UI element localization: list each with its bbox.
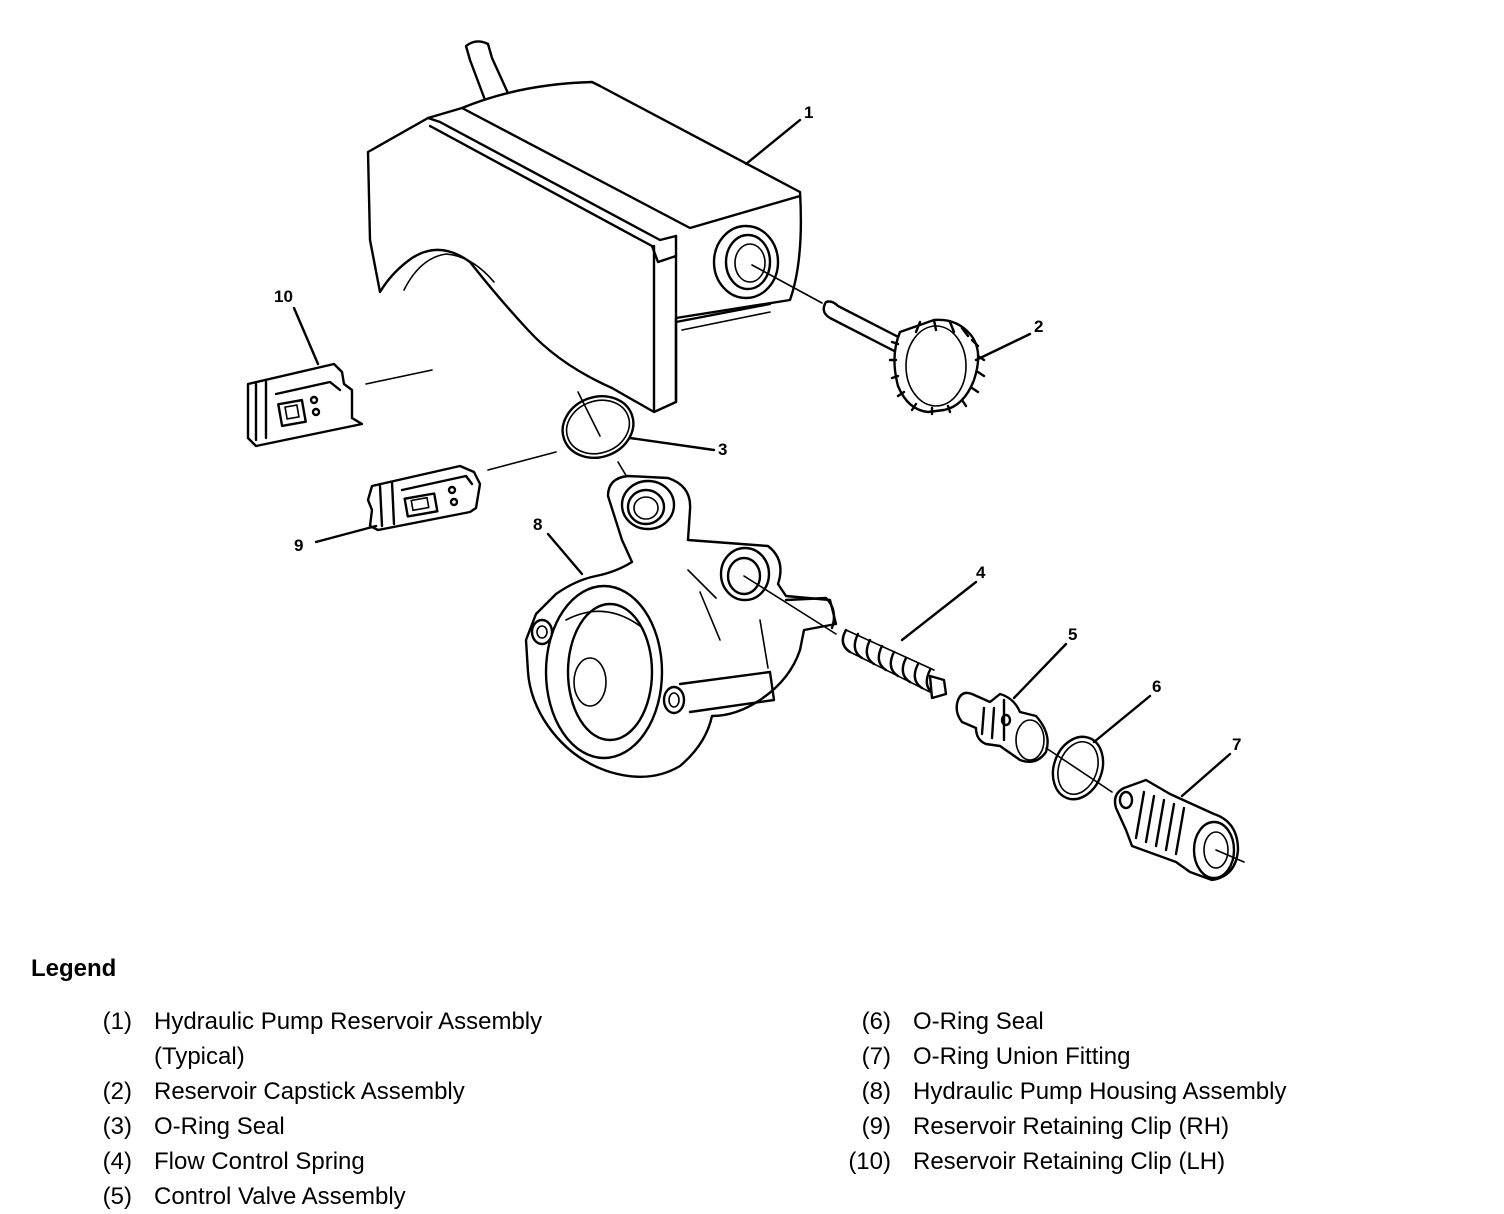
part-retaining-clip-rh <box>366 451 557 532</box>
callout-2: 2 <box>1034 317 1043 336</box>
callout-7: 7 <box>1232 735 1241 754</box>
legend-num: (10) <box>848 1148 891 1175</box>
legend-item-3: (3) O-Ring Seal <box>96 1109 542 1144</box>
part-reservoir-assembly <box>366 40 803 414</box>
legend-item-8: (8) Hydraulic Pump Housing Assembly <box>834 1074 1287 1109</box>
callout-4: 4 <box>976 563 986 582</box>
legend-right-column: (6) O-Ring Seal (7) O-Ring Union Fitting… <box>834 1004 1287 1179</box>
callout-3: 3 <box>718 440 727 459</box>
callout-6: 6 <box>1152 677 1161 696</box>
legend-text-line2: (Typical) <box>154 1043 245 1070</box>
legend-text: Hydraulic Pump Housing Assembly <box>913 1078 1287 1105</box>
legend-num: (4) <box>102 1148 132 1175</box>
legend-num: (2) <box>102 1078 132 1105</box>
legend-item-7: (7) O-Ring Union Fitting <box>834 1039 1287 1074</box>
legend-left-column: (1) Hydraulic Pump Reservoir Assembly (T… <box>96 1004 542 1214</box>
legend-text: O-Ring Union Fitting <box>913 1043 1131 1070</box>
legend-title: Legend <box>31 955 117 982</box>
callout-1: 1 <box>804 103 813 122</box>
legend-text: Hydraulic Pump Reservoir Assembly (Typic… <box>154 1004 542 1074</box>
legend-num: (1) <box>102 1008 132 1035</box>
part-flow-control-spring <box>841 628 948 700</box>
part-o-ring-seal-3 <box>561 391 637 493</box>
part-reservoir-capstick <box>751 264 986 416</box>
part-retaining-clip-lh <box>246 362 433 448</box>
legend-num: (9) <box>861 1113 891 1140</box>
legend-item-9: (9) Reservoir Retaining Clip (RH) <box>834 1109 1287 1144</box>
legend-text: Reservoir Capstick Assembly <box>154 1078 465 1105</box>
legend-text: Reservoir Retaining Clip (LH) <box>913 1148 1226 1175</box>
callout-5: 5 <box>1068 625 1077 644</box>
part-o-ring-seal-6 <box>1045 735 1113 801</box>
legend-num: (3) <box>102 1113 132 1140</box>
part-control-valve-assembly <box>955 691 1049 763</box>
exploded-pump-diagram: 1 2 3 4 5 6 7 8 9 10 <box>246 40 1245 882</box>
legend-num: (5) <box>102 1183 132 1210</box>
legend-num: (6) <box>861 1008 891 1035</box>
part-pump-housing-assembly <box>524 474 838 778</box>
callout-10: 10 <box>274 287 293 306</box>
legend-text: O-Ring Seal <box>913 1008 1044 1035</box>
legend-text-line1: Hydraulic Pump Reservoir Assembly <box>154 1008 543 1035</box>
callout-numbers: 1 2 3 4 5 6 7 8 9 10 <box>274 103 1241 754</box>
leader-lines <box>292 118 1232 798</box>
legend-item-5: (5) Control Valve Assembly <box>96 1179 542 1214</box>
legend-item-4: (4) Flow Control Spring <box>96 1144 542 1179</box>
legend-item-10: (10) Reservoir Retaining Clip (LH) <box>834 1144 1287 1179</box>
legend-num: (8) <box>861 1078 891 1105</box>
legend-text: Flow Control Spring <box>154 1148 365 1175</box>
legend-item-6: (6) O-Ring Seal <box>834 1004 1287 1039</box>
callout-9: 9 <box>294 536 303 555</box>
part-o-ring-union-fitting <box>1113 778 1245 882</box>
legend-num: (7) <box>861 1043 891 1070</box>
legend-text: Control Valve Assembly <box>154 1183 406 1210</box>
legend-text: O-Ring Seal <box>154 1113 285 1140</box>
legend-text: Reservoir Retaining Clip (RH) <box>913 1113 1230 1140</box>
legend-item-2: (2) Reservoir Capstick Assembly <box>96 1074 542 1109</box>
legend-item-1: (1) Hydraulic Pump Reservoir Assembly (T… <box>96 1004 542 1074</box>
callout-8: 8 <box>533 515 542 534</box>
